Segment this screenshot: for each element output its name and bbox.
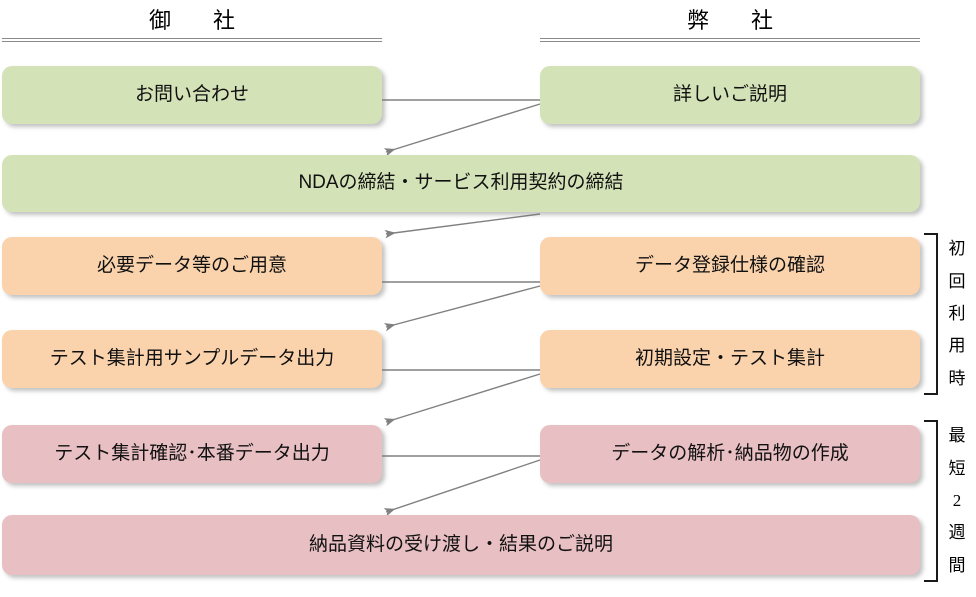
arrow-explanation-to-nda: [383, 103, 541, 157]
phase-label-first-use: 初 回 利 用 時: [944, 233, 970, 395]
step-box-analysis[interactable]: データの解析･納品物の作成: [540, 425, 920, 483]
phase-char: 最: [948, 426, 966, 446]
step-box-initial-setup[interactable]: 初期設定・テスト集計: [540, 330, 920, 388]
arrow-check-spec-to-sample-output: [383, 285, 541, 332]
phase-label-min-2weeks: 最 短 2 週 間: [944, 420, 970, 582]
phase-bracket-min-2weeks: [924, 420, 938, 582]
step-box-verify-output[interactable]: テスト集計確認･本番データ出力: [2, 425, 382, 483]
step-box-handover[interactable]: 納品資料の受け渡し・結果のご説明: [2, 515, 920, 575]
step-box-prepare-data[interactable]: 必要データ等のご用意: [2, 237, 382, 295]
column-header-rule-right: [540, 38, 920, 42]
column-header-right: 弊 社: [686, 8, 783, 33]
phase-char: 週: [948, 523, 966, 543]
phase-char: 短: [948, 458, 966, 478]
phase-char: 間: [948, 555, 966, 575]
column-header-rule-left: [2, 38, 382, 42]
phase-char: 時: [948, 368, 966, 388]
step-box-nda[interactable]: NDAの締結・サービス利用契約の締結: [2, 155, 920, 212]
arrow-analysis-to-handover: [383, 459, 541, 517]
phase-char: 2: [952, 491, 962, 511]
step-box-explanation[interactable]: 詳しいご説明: [540, 66, 920, 124]
step-box-inquiry[interactable]: お問い合わせ: [2, 66, 382, 124]
arrow-nda-to-prepare-data: [384, 213, 541, 239]
step-box-sample-output[interactable]: テスト集計用サンプルデータ出力: [2, 330, 382, 388]
phase-bracket-first-use: [924, 233, 938, 395]
phase-char: 利: [948, 304, 966, 324]
phase-char: 回: [948, 271, 966, 291]
step-box-check-spec[interactable]: データ登録仕様の確認: [540, 237, 920, 295]
phase-char: 初: [948, 239, 966, 259]
column-header-left: 御 社: [148, 8, 245, 33]
arrow-initial-setup-to-verify-output: [383, 373, 541, 427]
phase-char: 用: [948, 336, 966, 356]
